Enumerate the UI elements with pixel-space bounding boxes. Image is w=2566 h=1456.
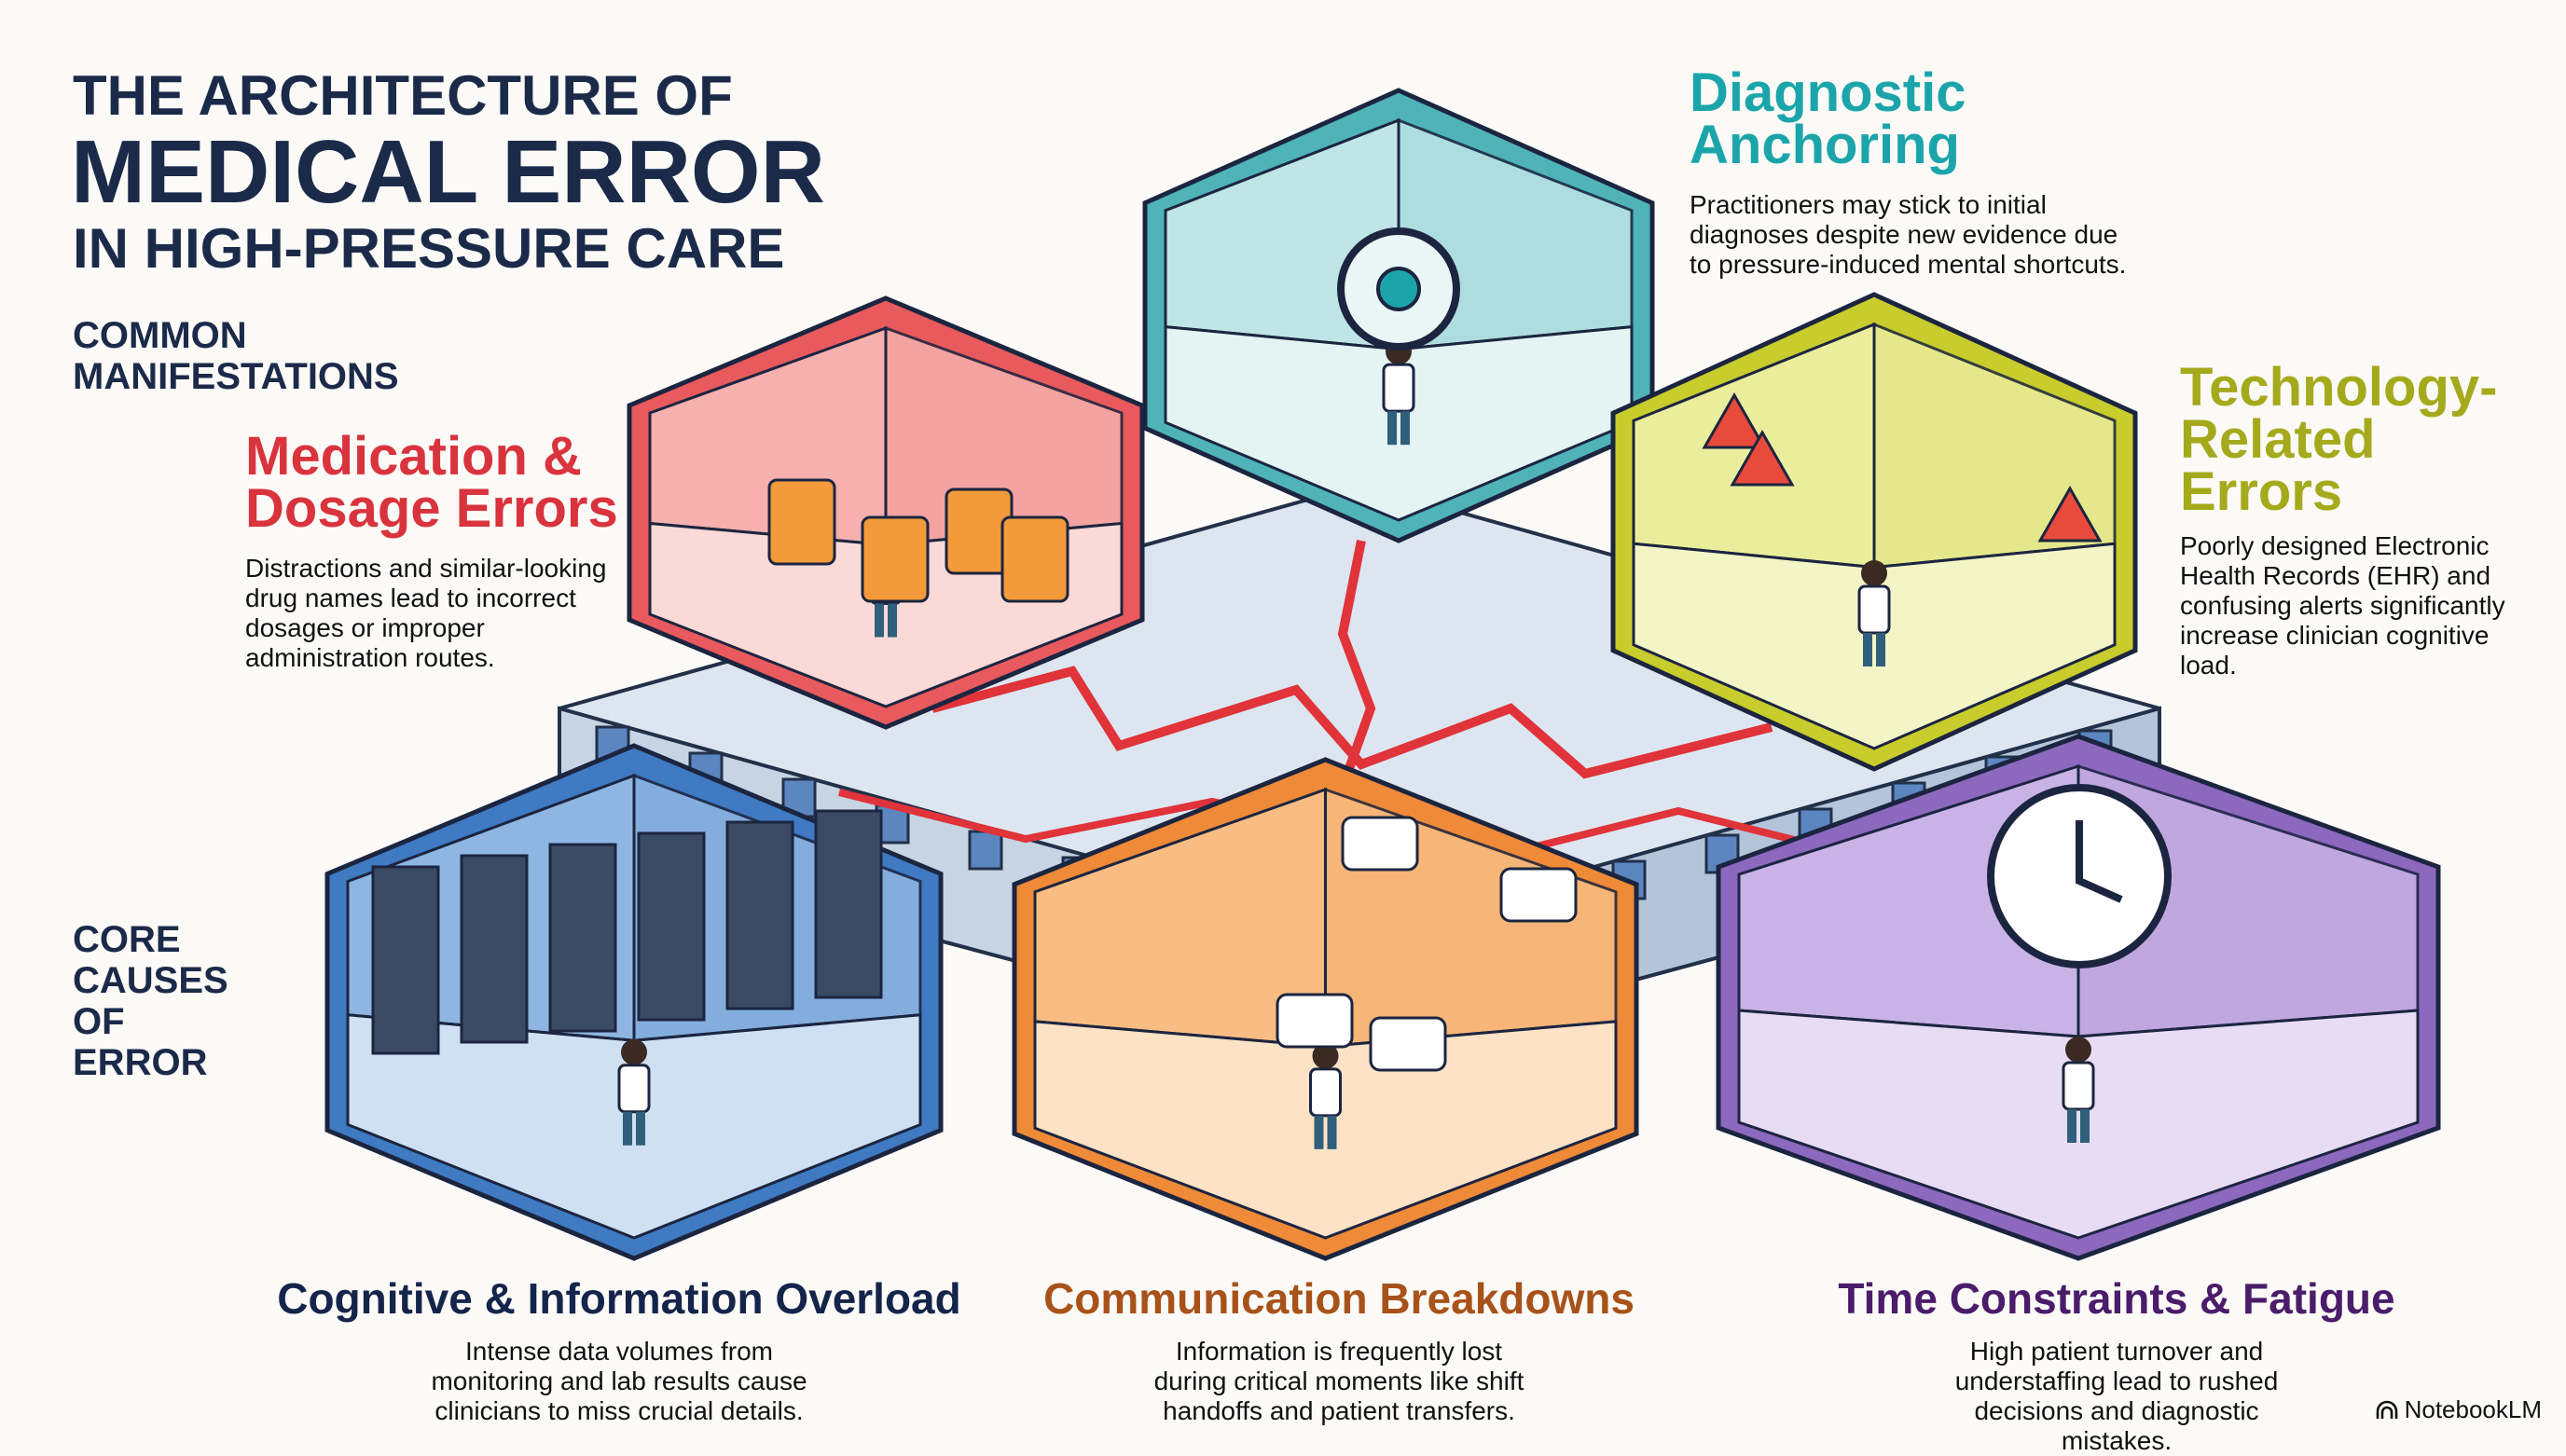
notebooklm-logo-icon — [2376, 1400, 2397, 1419]
cause-heading: Communication Breakdowns — [1043, 1274, 1635, 1323]
cause-communication: Communication Breakdowns Information is … — [966, 1273, 1712, 1426]
server-rack — [637, 831, 706, 1022]
clinician-coat — [1309, 1067, 1342, 1118]
server-rack — [371, 865, 440, 1055]
warning-icon — [2037, 485, 2103, 543]
clinician-head — [1861, 560, 1887, 587]
warning-icon — [1730, 429, 1795, 487]
eye-icon — [1376, 267, 1421, 311]
manifestation-description: Distractions and similar-looking drug na… — [245, 554, 607, 672]
manifestation-heading: Diagnostic Anchoring — [1690, 62, 1966, 175]
clinician-head — [2065, 1037, 2091, 1063]
cause-cognitive: Cognitive & Information Overload Intense… — [246, 1273, 992, 1426]
clinician-coat — [1382, 363, 1415, 413]
clinician-coat — [2062, 1061, 2095, 1111]
cause-description: Intense data volumes from monitoring and… — [431, 1337, 807, 1425]
pill-bottle-icon — [861, 515, 930, 603]
manifestation-medication: Medication & Dosage Errors Distractions … — [245, 426, 637, 673]
manifestation-technology: Technology-Related Errors Poorly designe… — [2180, 357, 2553, 680]
notebooklm-branding: NotebookLM — [2375, 1395, 2542, 1424]
clock-hands — [2076, 820, 2123, 903]
speech-bubble-icon — [1369, 1016, 1447, 1072]
clinician-leg — [636, 1111, 645, 1146]
warning-icon — [1702, 391, 1767, 449]
room-time — [1716, 734, 2441, 1261]
clinician-leg — [1863, 633, 1872, 667]
server-rack — [548, 843, 617, 1033]
title-line-2: MEDICAL ERROR — [71, 122, 825, 222]
manifestation-diagnostic: Diagnostic Anchoring Practitioners may s… — [1690, 62, 2156, 280]
clinician-leg — [888, 603, 897, 638]
section-label-causes: CORE CAUSES OF ERROR — [73, 919, 228, 1083]
manifestation-description: Poorly designed Electronic Health Record… — [2180, 531, 2505, 680]
speech-bubble-icon — [1499, 867, 1578, 923]
clinician-leg — [1314, 1115, 1324, 1149]
clinician-coat — [617, 1064, 651, 1114]
server-rack — [814, 809, 883, 999]
speech-bubble-icon — [1341, 816, 1419, 872]
clinician-leg — [623, 1111, 632, 1146]
pill-bottle-icon — [1000, 515, 1069, 603]
clinician-coat — [1857, 584, 1891, 635]
section-label-manifestations: COMMON MANIFESTATIONS — [73, 315, 399, 397]
manifestation-description: Practitioners may stick to initial diagn… — [1690, 190, 2127, 279]
building-window — [968, 830, 1003, 871]
clinician-leg — [1876, 633, 1885, 667]
clinician-head — [621, 1038, 647, 1065]
cause-description: Information is frequently lost during cr… — [1153, 1337, 1524, 1425]
clinician-leg — [2080, 1109, 2090, 1143]
manifestation-heading: Medication & Dosage Errors — [245, 426, 618, 539]
clinician-leg — [1327, 1115, 1337, 1149]
clinician-leg — [1387, 411, 1397, 446]
server-rack — [725, 820, 794, 1010]
clinician-leg — [875, 603, 884, 638]
manifestation-heading: Technology-Related Errors — [2180, 357, 2498, 522]
title-line-1: THE ARCHITECTURE OF — [73, 64, 733, 127]
cause-heading: Cognitive & Information Overload — [277, 1274, 961, 1323]
title-line-3: IN HIGH-PRESSURE CARE — [73, 217, 785, 280]
clinician-head — [1312, 1042, 1339, 1069]
cause-time: Time Constraints & Fatigue High patient … — [1744, 1273, 2490, 1456]
branding-label: NotebookLM — [2404, 1395, 2542, 1423]
server-rack — [460, 854, 529, 1044]
pill-bottle-icon — [767, 478, 836, 566]
speech-bubble-icon — [1276, 993, 1354, 1049]
error-crack-line — [931, 666, 1773, 779]
clinician-leg — [1400, 411, 1410, 446]
cause-description: High patient turnover and understaffing … — [1954, 1337, 2279, 1455]
cause-heading: Time Constraints & Fatigue — [1838, 1274, 2395, 1323]
clinician-leg — [2067, 1109, 2076, 1143]
